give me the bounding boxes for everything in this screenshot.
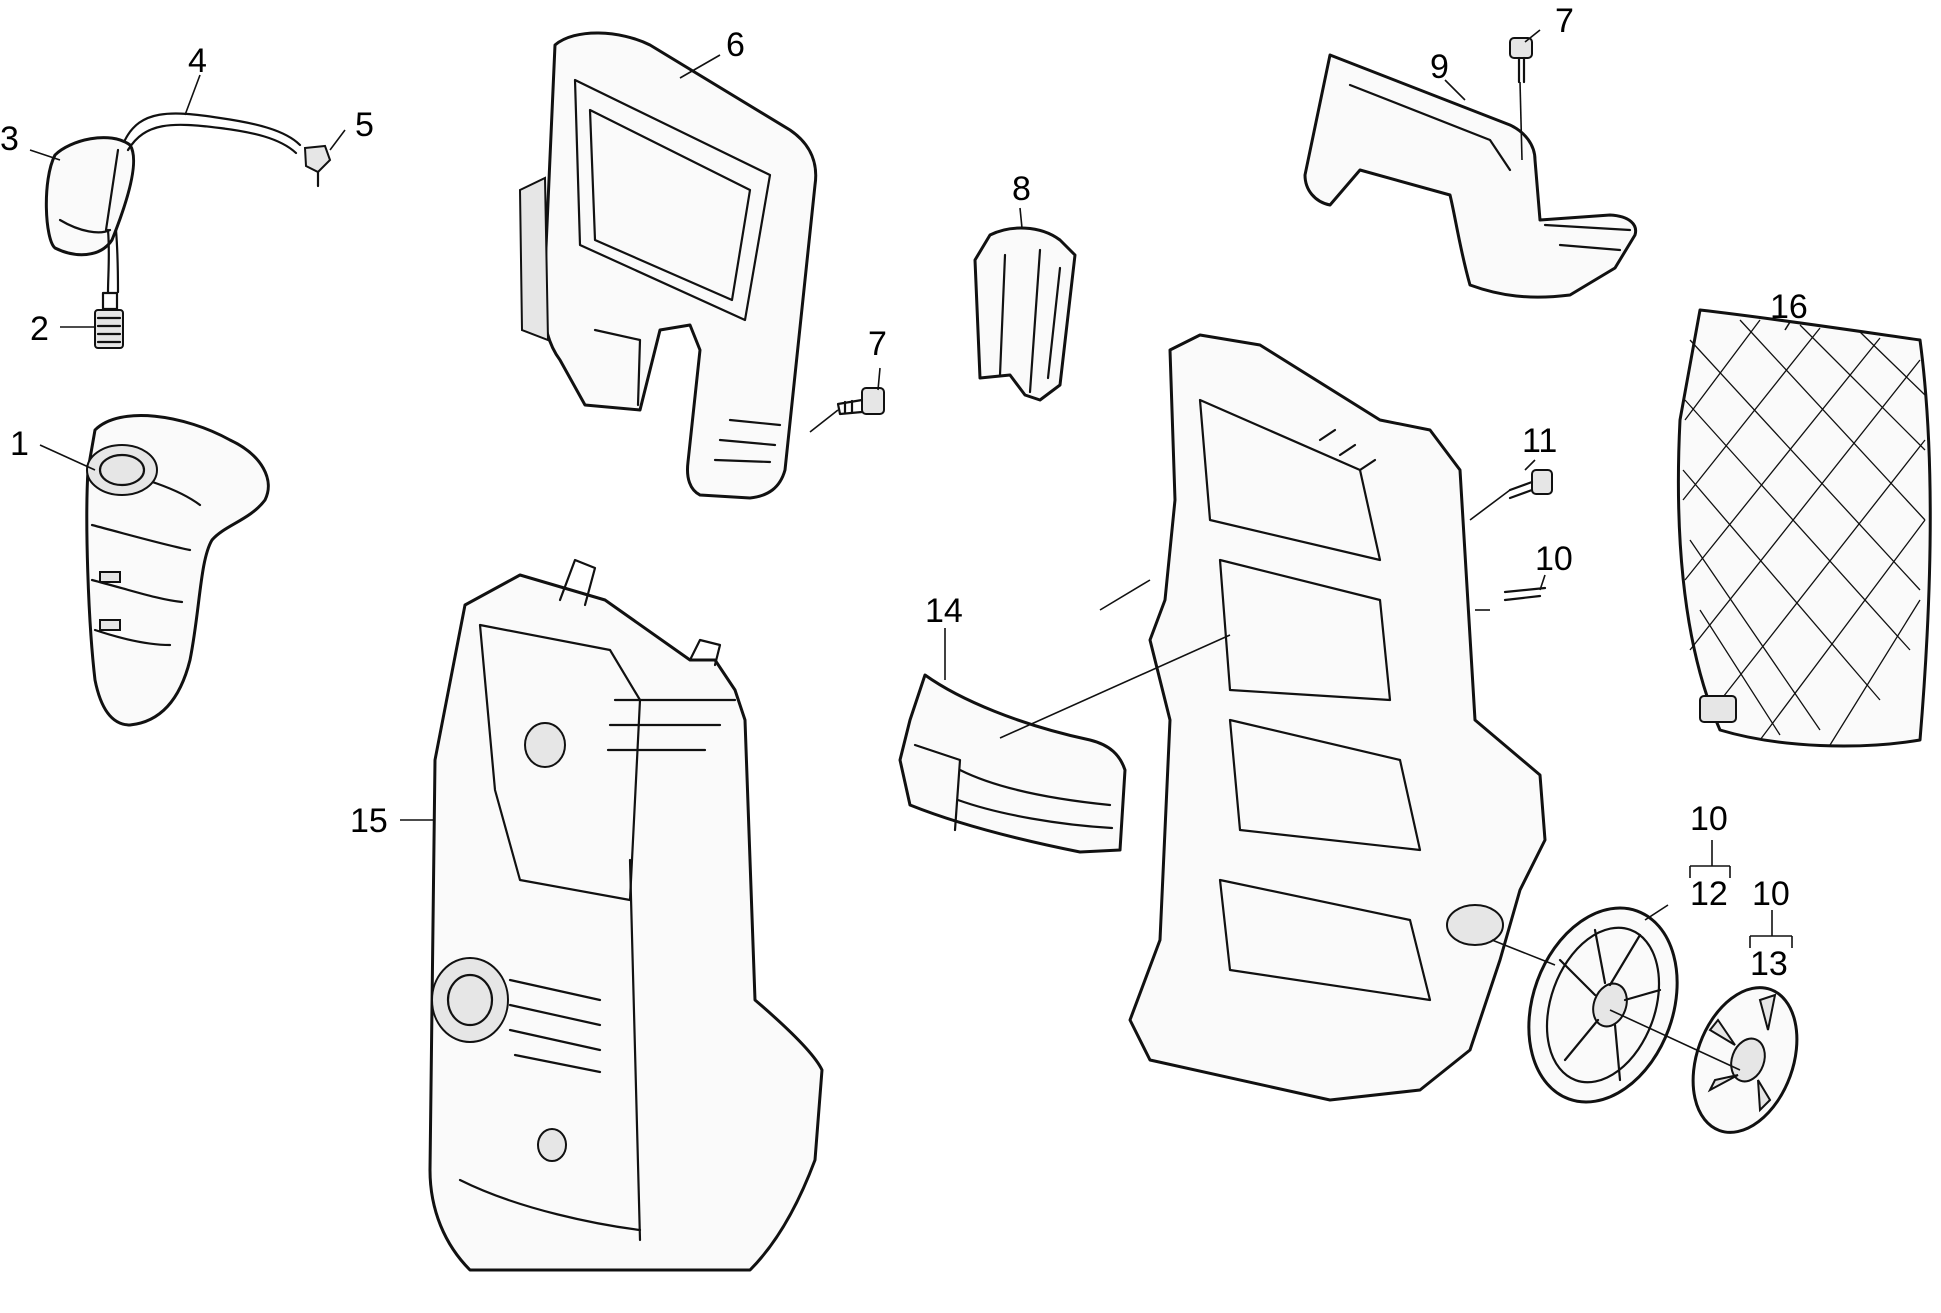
callout-10-frame: 10 [1535,540,1573,578]
part-12-wheel [1527,906,1679,1104]
part-8-hose-guide [973,226,1077,402]
part-5-connector [303,144,332,188]
callout-7-middle: 7 [868,325,887,363]
callout-12: 12 [1690,875,1728,913]
part-6-handle-frame [518,31,818,500]
leader-lines [29,29,1793,1071]
callout-4: 4 [188,42,207,80]
callout-13: 13 [1750,945,1788,983]
callout-3: 3 [0,120,19,158]
part-7-screw-left [836,387,885,416]
part-14-cable-holder [898,673,1127,854]
callout-2: 2 [30,310,49,348]
part-9-hood [1303,53,1638,299]
callout-5: 5 [355,106,374,144]
part-11-screw [1508,469,1553,500]
callout-8: 8 [1012,170,1031,208]
part-16-mesh-bag [1676,308,1932,748]
callout-14: 14 [925,592,963,630]
callout-10-cap: 10 [1752,875,1790,913]
part-13-wheel-cap [1691,986,1799,1134]
part-3-hose-grip [44,136,136,257]
callout-7-top: 7 [1555,2,1574,40]
callout-16: 16 [1770,288,1808,326]
part-1-detergent-tank [85,414,270,727]
callout-9: 9 [1430,48,1449,86]
callout-1: 1 [10,425,29,463]
part-4-suction-hose [106,112,302,294]
callout-11: 11 [1522,422,1557,460]
callout-10-wheel: 10 [1690,800,1728,838]
part-2-filter [94,291,124,349]
callout-15: 15 [350,802,388,840]
callout-6: 6 [726,26,745,64]
main-chassis-frame [1128,333,1547,1102]
part-15-housing-front [428,558,824,1272]
callout-labels: 1 2 3 4 5 6 7 7 8 9 10 10 10 11 12 13 14… [0,2,1808,983]
part-10-label [1503,586,1547,602]
part-7-screw-right [1509,37,1533,84]
